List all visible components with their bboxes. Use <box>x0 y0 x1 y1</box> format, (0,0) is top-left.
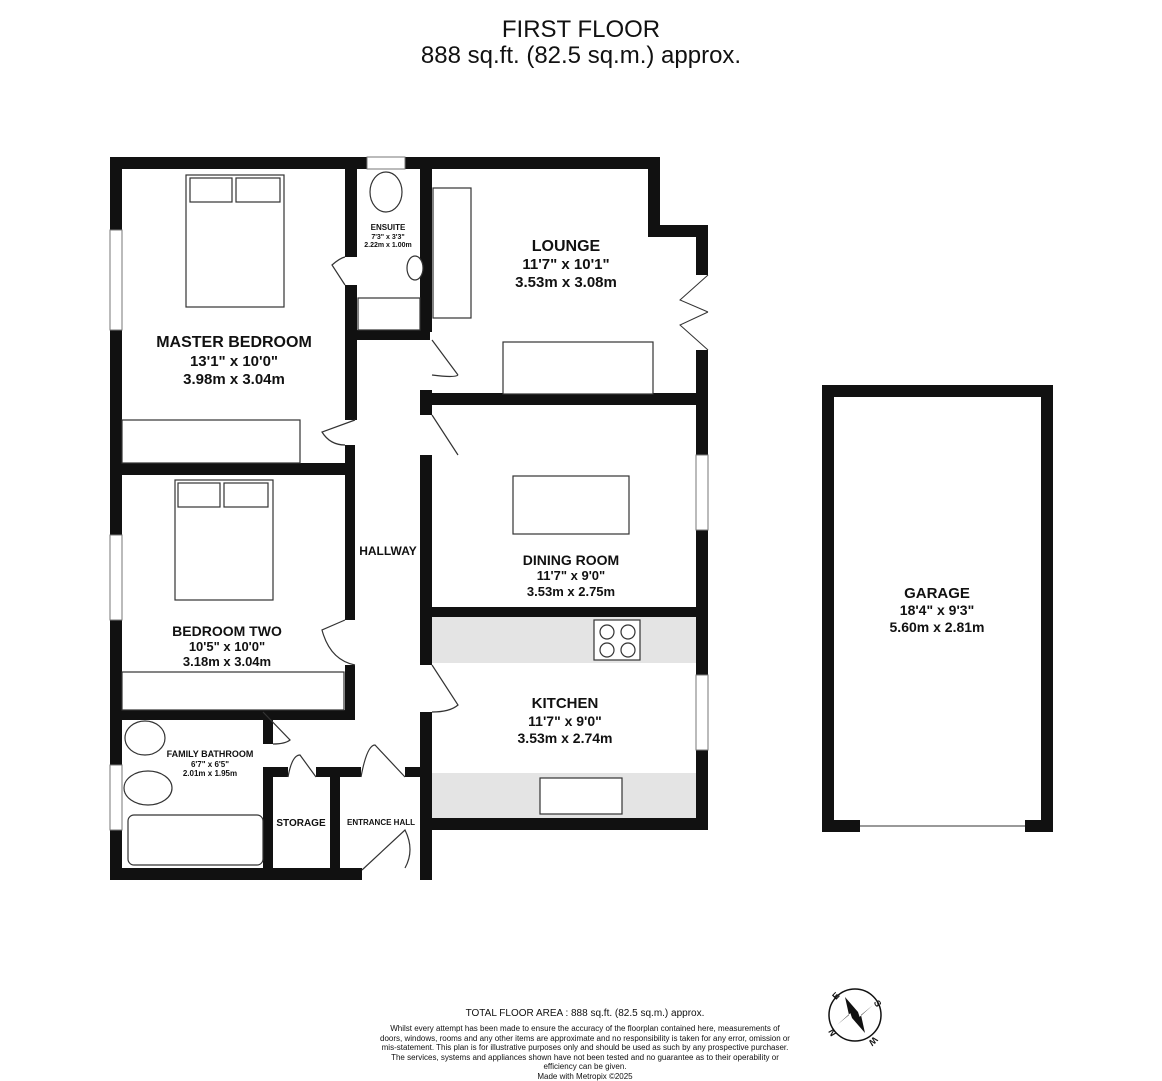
lounge-metric: 3.53m x 3.08m <box>515 274 617 291</box>
bathroom-name: FAMILY BATHROOM <box>167 749 254 759</box>
kitchen-name: KITCHEN <box>532 695 599 712</box>
ensuite-metric: 2.22m x 1.00m <box>364 242 411 249</box>
bedroom-two-wardrobe <box>122 672 344 710</box>
garage-name: GARAGE <box>904 585 970 602</box>
bedroom-two-name: BEDROOM TWO <box>172 623 282 639</box>
disclaimer-text: Whilst every attempt has been made to en… <box>380 1024 790 1072</box>
bedroom-two-imperial: 10'5" x 10'0" <box>189 639 265 654</box>
storage-name: STORAGE <box>276 818 326 829</box>
dining-name: DINING ROOM <box>523 552 619 568</box>
kitchen-counter-top <box>432 617 696 663</box>
bathroom-metric: 2.01m x 1.95m <box>183 769 237 778</box>
ensuite-imperial: 7'3" x 3'3" <box>371 234 404 241</box>
master-wardrobe <box>122 420 300 463</box>
bedroom-two-metric: 3.18m x 3.04m <box>183 654 271 669</box>
dining-metric: 3.53m x 2.75m <box>527 584 615 599</box>
lounge-sofa-2 <box>503 342 653 394</box>
ensuite-toilet <box>370 172 402 212</box>
compass: E S W N <box>826 989 883 1048</box>
garage-metric: 5.60m x 2.81m <box>890 619 985 635</box>
entrance-name: ENTRANCE HALL <box>347 818 415 827</box>
hallway-name: HALLWAY <box>359 544 417 558</box>
bath <box>128 815 263 865</box>
bathroom-toilet <box>124 771 172 805</box>
kitchen-imperial: 11'7" x 9'0" <box>528 713 602 729</box>
lounge-name: LOUNGE <box>532 238 601 255</box>
dining-imperial: 11'7" x 9'0" <box>537 568 605 583</box>
bathroom-imperial: 6'7" x 6'5" <box>191 760 229 769</box>
master-name: MASTER BEDROOM <box>156 334 312 351</box>
svg-text:S: S <box>872 998 884 1008</box>
sink <box>540 778 622 814</box>
svg-text:E: E <box>830 990 841 1001</box>
lounge-imperial: 11'7" x 10'1" <box>522 256 609 273</box>
dining-table <box>513 476 629 534</box>
master-imperial: 13'1" x 10'0" <box>190 353 278 370</box>
total-floor-area: TOTAL FLOOR AREA : 888 sq.ft. (82.5 sq.m… <box>380 1008 790 1019</box>
garage-imperial: 18'4" x 9'3" <box>900 602 974 618</box>
lounge-sofa <box>433 188 471 318</box>
ensuite-name: ENSUITE <box>371 223 406 232</box>
disclaimer: Whilst every attempt has been made to en… <box>380 1024 790 1081</box>
kitchen-metric: 3.53m x 2.74m <box>518 730 613 746</box>
master-metric: 3.98m x 3.04m <box>183 371 285 388</box>
svg-text:N: N <box>826 1027 838 1038</box>
